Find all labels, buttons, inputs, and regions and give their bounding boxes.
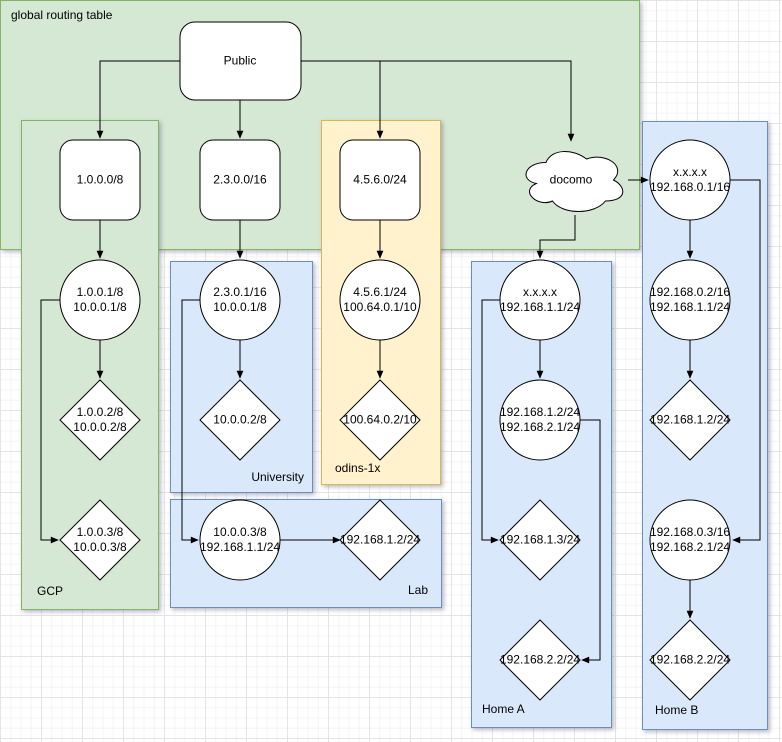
node-lab-router[interactable] bbox=[199, 499, 281, 581]
node-home-b-host1[interactable] bbox=[649, 379, 731, 461]
container-label-home-a: Home A bbox=[482, 702, 525, 716]
edge-gcp-router-to-gcp-host2 bbox=[40, 299, 60, 544]
node-public[interactable] bbox=[179, 21, 302, 101]
edge-public-to-1-0-0-0-8 bbox=[96, 60, 180, 139]
node-gcp-host1[interactable] bbox=[59, 379, 141, 461]
container-label-global: global routing table bbox=[11, 8, 113, 22]
node-home-a-gateway[interactable] bbox=[499, 259, 581, 341]
edge-home-a-router2-to-home-a-host2 bbox=[580, 419, 601, 664]
node-home-b-router3[interactable] bbox=[649, 499, 731, 581]
container-label-lab: Lab bbox=[407, 583, 428, 597]
edge-public-to-docomo bbox=[301, 60, 575, 142]
node-route-2-3-0-0-16[interactable] bbox=[199, 139, 281, 221]
node-lab-host1[interactable] bbox=[339, 499, 421, 581]
edge-univ-router-to-lab-router bbox=[181, 299, 200, 544]
node-home-b-router2[interactable] bbox=[649, 259, 731, 341]
edge-home-b-gw-to-home-b-router3 bbox=[730, 179, 761, 544]
node-university-router[interactable] bbox=[199, 259, 281, 341]
node-home-a-router2[interactable] bbox=[499, 379, 581, 461]
container-label-university: University bbox=[251, 470, 304, 484]
node-route-4-5-6-0-24[interactable] bbox=[339, 139, 421, 221]
node-gcp-router[interactable] bbox=[59, 259, 141, 341]
node-route-1-0-0-0-8[interactable] bbox=[59, 139, 141, 221]
node-home-a-host1[interactable] bbox=[499, 499, 581, 581]
edge-public-to-4-5-6-0-24 bbox=[301, 60, 384, 139]
container-label-gcp: GCP bbox=[37, 584, 64, 598]
node-university-host1[interactable] bbox=[199, 379, 281, 461]
container-label-home-b: Home B bbox=[655, 703, 699, 717]
node-cloud-docomo[interactable] bbox=[525, 151, 624, 212]
container-label-odins-1x: odins-1x bbox=[335, 461, 381, 475]
node-home-b-host2[interactable] bbox=[649, 619, 731, 701]
edge-docomo-to-home-a-gw bbox=[536, 215, 576, 259]
edge-home-a-gw-to-home-a-host1 bbox=[481, 299, 500, 544]
node-home-b-gateway[interactable] bbox=[649, 139, 731, 221]
node-gcp-host2[interactable] bbox=[59, 499, 141, 581]
node-home-a-host2[interactable] bbox=[499, 619, 581, 701]
node-odins-router[interactable] bbox=[339, 259, 421, 341]
node-odins-host1[interactable] bbox=[339, 379, 421, 461]
